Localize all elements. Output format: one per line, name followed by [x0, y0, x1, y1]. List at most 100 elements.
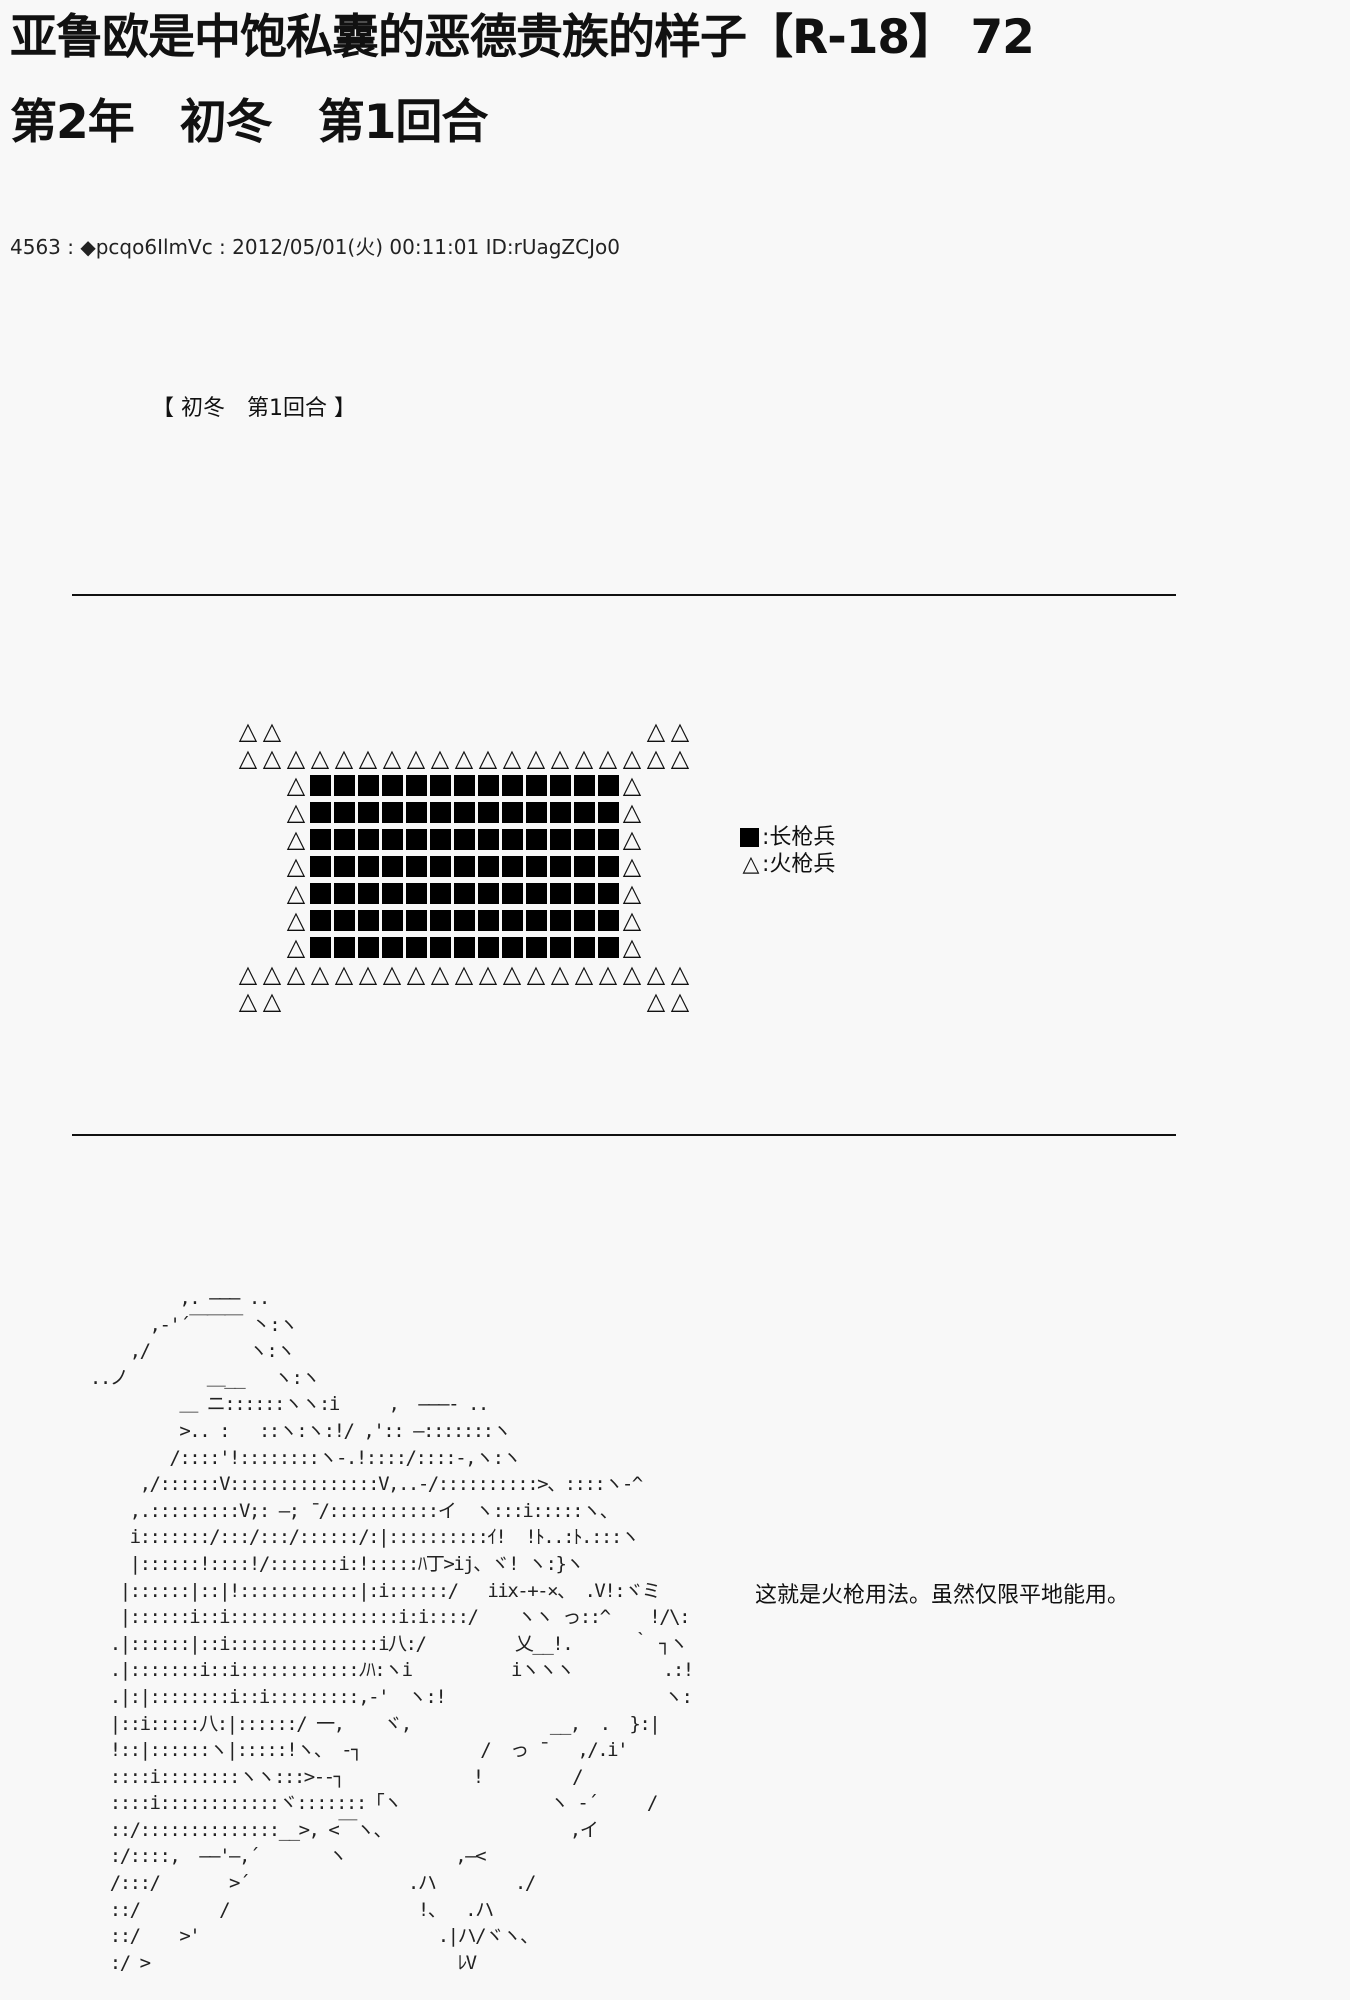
empty-cell	[644, 880, 668, 907]
pikeman-unit	[596, 826, 620, 853]
musketeer-unit: △	[358, 744, 378, 772]
musketeer-unit: △	[310, 744, 330, 772]
formation-row: △△	[236, 934, 692, 961]
empty-cell	[620, 988, 644, 1015]
pikeman-unit	[524, 826, 548, 853]
pikeman-unit	[308, 853, 332, 880]
pikeman-unit	[572, 799, 596, 826]
divider-top	[72, 594, 1176, 596]
pikeman-unit	[356, 853, 380, 880]
empty-cell	[644, 907, 668, 934]
pikeman-unit	[308, 772, 332, 799]
pikeman-unit	[548, 772, 572, 799]
musketeer-unit: △	[622, 933, 642, 961]
pikeman-unit	[452, 799, 476, 826]
empty-cell	[596, 988, 620, 1015]
square-mark	[477, 856, 499, 877]
empty-cell	[572, 988, 596, 1015]
empty-cell	[260, 799, 284, 826]
square-mark	[597, 829, 619, 850]
square-mark	[381, 937, 403, 958]
square-mark	[429, 856, 451, 877]
pikeman-unit	[476, 934, 500, 961]
empty-cell	[668, 907, 692, 934]
square-mark	[309, 802, 331, 823]
musketeer-unit: △	[598, 960, 618, 988]
pikeman-unit	[548, 826, 572, 853]
empty-cell	[404, 718, 428, 745]
pikeman-unit	[500, 853, 524, 880]
pikeman-unit	[428, 853, 452, 880]
formation-row: △△△△△△△△△△△△△△△△△△△	[236, 745, 692, 772]
formation-row: △△△△△△△△△△△△△△△△△△△	[236, 961, 692, 988]
square-mark	[597, 910, 619, 931]
pikeman-unit	[308, 934, 332, 961]
square-mark	[501, 883, 523, 904]
empty-cell	[644, 799, 668, 826]
pikeman-unit	[452, 772, 476, 799]
pikeman-unit	[356, 934, 380, 961]
square-mark	[477, 802, 499, 823]
empty-cell	[404, 988, 428, 1015]
musketeer-unit: △	[238, 744, 258, 772]
musketeer-unit: △	[358, 960, 378, 988]
pikeman-unit	[428, 907, 452, 934]
musketeer-unit: △	[670, 960, 690, 988]
pikeman-unit	[308, 907, 332, 934]
empty-cell	[596, 718, 620, 745]
empty-cell	[476, 988, 500, 1015]
square-mark	[429, 775, 451, 796]
musketeer-unit: △	[598, 744, 618, 772]
pikeman-unit	[332, 907, 356, 934]
musketeer-unit: △	[286, 825, 306, 853]
pikeman-unit	[572, 880, 596, 907]
musketeer-unit: △	[382, 744, 402, 772]
empty-cell	[236, 934, 260, 961]
pikeman-unit	[332, 772, 356, 799]
square-mark	[549, 775, 571, 796]
empty-cell	[548, 988, 572, 1015]
pikeman-unit	[380, 853, 404, 880]
musketeer-unit: △	[646, 744, 666, 772]
musketeer-unit: △	[622, 744, 642, 772]
pikeman-unit	[452, 880, 476, 907]
empty-cell	[236, 880, 260, 907]
square-mark	[405, 910, 427, 931]
pikeman-unit	[476, 853, 500, 880]
square-mark	[453, 829, 475, 850]
square-mark	[429, 829, 451, 850]
empty-cell	[644, 934, 668, 961]
empty-cell	[260, 826, 284, 853]
empty-cell	[260, 853, 284, 880]
pikeman-unit	[524, 799, 548, 826]
pikeman-unit	[548, 853, 572, 880]
square-mark	[333, 829, 355, 850]
musketeer-unit: △	[622, 771, 642, 799]
pikeman-unit	[476, 880, 500, 907]
square-mark	[525, 883, 547, 904]
square-mark	[405, 829, 427, 850]
empty-cell	[644, 826, 668, 853]
pikeman-unit	[332, 799, 356, 826]
square-mark	[453, 856, 475, 877]
pikeman-unit	[356, 799, 380, 826]
pikeman-unit	[404, 907, 428, 934]
musketeer-unit: △	[526, 744, 546, 772]
square-mark	[477, 775, 499, 796]
square-mark	[525, 802, 547, 823]
empty-cell	[668, 853, 692, 880]
pikeman-unit	[500, 880, 524, 907]
musketeer-unit: △	[478, 960, 498, 988]
formation-row: △△	[236, 772, 692, 799]
pikeman-unit	[308, 880, 332, 907]
square-mark	[357, 937, 379, 958]
pikeman-unit	[596, 853, 620, 880]
musketeer-unit: △	[502, 744, 522, 772]
formation-row: △△△△	[236, 988, 692, 1015]
square-mark	[549, 910, 571, 931]
square-mark	[501, 937, 523, 958]
musketeer-unit: △	[430, 960, 450, 988]
formation-row: △△	[236, 853, 692, 880]
square-mark	[501, 775, 523, 796]
square-mark	[333, 883, 355, 904]
